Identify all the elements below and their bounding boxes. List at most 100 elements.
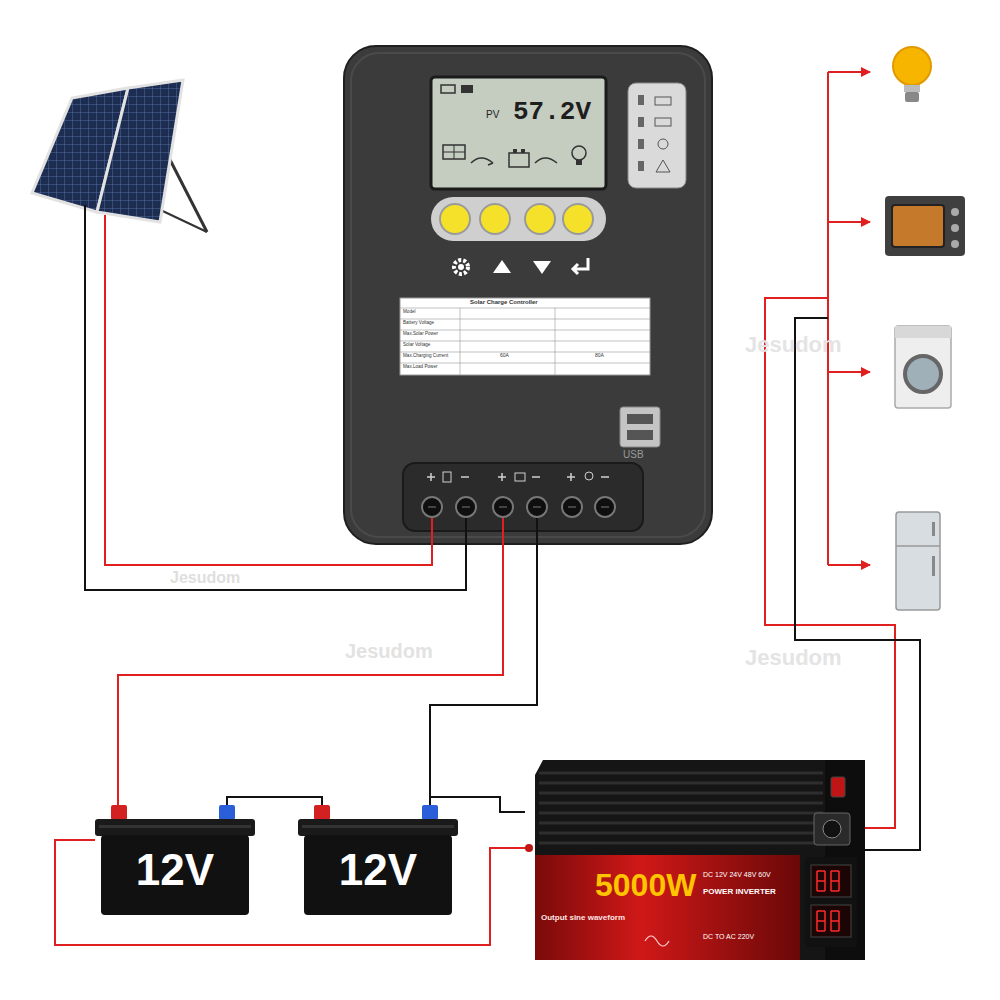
drawn-rect [403, 463, 643, 531]
load-wire [828, 371, 870, 373]
node-text: 57.2V [513, 98, 591, 128]
drawn-polygon [535, 855, 800, 960]
drawn-rect [811, 865, 851, 897]
drawn-rect [638, 161, 644, 171]
drawn-rect [638, 95, 644, 105]
drawn-circle [585, 472, 593, 480]
drawn-rect [298, 819, 458, 836]
drawn-rect [344, 46, 712, 544]
drawn-path [533, 261, 551, 274]
drawn-rect [655, 97, 671, 105]
drawn-polygon [535, 760, 825, 960]
drawn-rect [521, 149, 525, 153]
watermark: Jesudom [345, 640, 433, 663]
load-wire [828, 221, 870, 223]
load-wire [828, 71, 870, 73]
drawn-path [493, 260, 511, 273]
drawn-path [539, 773, 823, 843]
drawn-circle [893, 47, 931, 85]
drawn-rect [302, 825, 454, 828]
table-cell: Solar Voltage [403, 342, 430, 347]
drawn-rect [509, 153, 529, 167]
drawn-rect [627, 430, 653, 440]
refrigerator [896, 512, 940, 610]
charge-controller: PV57.2VUSB [343, 45, 713, 545]
load-wire [828, 564, 870, 566]
drawn-rect [811, 905, 851, 937]
drawn-circle [951, 240, 959, 248]
drawn-path [817, 911, 839, 931]
drawn-rect [831, 777, 845, 797]
drawn-path [656, 160, 670, 172]
drawn-rect [99, 825, 251, 828]
drawn-rect [422, 805, 438, 820]
drawn-rect [655, 118, 671, 126]
drawn-polygon [97, 80, 183, 222]
drawn-circle [823, 820, 841, 838]
node-text: DC 12V 24V 48V 60V [703, 871, 771, 879]
drawn-rect [314, 805, 330, 820]
drawn-rect [515, 473, 525, 481]
wire-connector [118, 545, 503, 805]
drawn-path [817, 871, 839, 891]
table-cell: Model [403, 309, 416, 314]
drawn-rect [576, 160, 582, 165]
drawn-rect [814, 813, 850, 845]
drawn-rect [111, 805, 127, 820]
table-cell: Max.Charging Current [403, 353, 448, 358]
node-text: Output sine waveform [541, 913, 625, 922]
drawn-circle [572, 146, 586, 160]
drawn-rect [905, 92, 919, 102]
drawn-rect [441, 85, 455, 93]
drawn-circle [525, 204, 555, 234]
drawn-rect [443, 145, 465, 159]
drawn-rect [892, 205, 944, 247]
drawn-svg [525, 755, 865, 965]
wire-connector [227, 797, 322, 805]
table-cell: 60A [500, 353, 509, 359]
drawn-rect [895, 326, 951, 408]
battery: 12V [95, 805, 255, 915]
drawn-circle [905, 356, 941, 392]
drawn-path [535, 158, 557, 163]
oven [885, 196, 965, 256]
drawn-rect [461, 85, 473, 93]
drawn-rect [885, 196, 965, 256]
solar-panel [32, 80, 207, 232]
washing-machine [895, 326, 951, 408]
drawn-rect [896, 512, 940, 610]
drawn-path [471, 158, 493, 165]
drawn-rect [351, 53, 705, 537]
drawn-circle [563, 204, 593, 234]
drawn-rect [95, 819, 255, 836]
drawn-path [573, 258, 588, 274]
drawn-path [443, 145, 465, 159]
drawn-path [645, 936, 669, 946]
wire-connector [430, 545, 537, 805]
wire-connector [430, 797, 525, 812]
node-text: POWER INVERTER [703, 887, 776, 896]
drawn-line [896, 545, 940, 547]
drawn-rect [932, 556, 935, 576]
node-text: 12V [95, 845, 255, 896]
drawn-rect [400, 298, 650, 375]
drawn-path [427, 473, 609, 481]
power-inverter: 5000WDC 12V 24V 48V 60VPOWER INVERTEROut… [525, 755, 865, 965]
table-title: Solar Charge Controller [470, 299, 538, 306]
watermark: Jesudom [745, 332, 842, 357]
drawn-circle [458, 264, 464, 270]
drawn-circle [525, 844, 533, 852]
drawn-circle [480, 204, 510, 234]
watermark: Jesudom [170, 569, 240, 587]
drawn-rect [620, 407, 660, 447]
drawn-rect [431, 197, 606, 241]
node-text: PV [486, 109, 499, 121]
load-wire [765, 298, 895, 828]
drawn-rect [895, 326, 951, 338]
drawn-rect [638, 117, 644, 127]
drawn-circle [951, 224, 959, 232]
battery: 12V [298, 805, 458, 915]
drawn-rect [431, 77, 606, 189]
node-text: 12V [298, 845, 458, 896]
